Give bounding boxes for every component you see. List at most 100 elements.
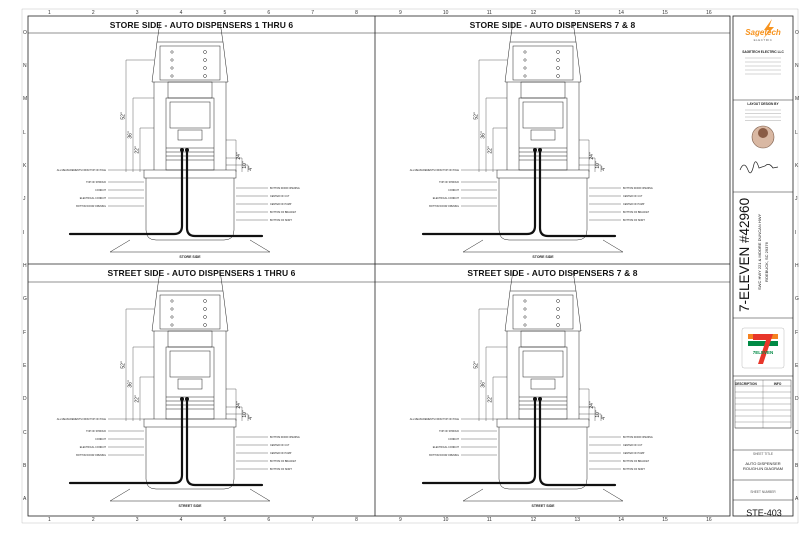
panel-footer: STREET SIDE (179, 504, 203, 508)
grid-col-label: 1 (47, 517, 51, 523)
grid-col-label: 15 (662, 517, 668, 523)
dispenser-display-panel (512, 45, 574, 81)
grid-row-label: K (795, 163, 799, 169)
conduit (185, 397, 264, 487)
nozzle-icon (170, 299, 174, 303)
conduit-end (180, 397, 184, 401)
sump-outline (498, 178, 588, 241)
seven-eleven-seven-mark (753, 334, 773, 364)
panel-footer: STORE SIDE (179, 255, 201, 259)
grid-row-label: C (23, 429, 27, 436)
grid-row-label: I (795, 229, 797, 236)
note-label: ELECTRICAL CONDUIT (80, 197, 107, 200)
note-label: BOTTOM OF SKIRT (270, 219, 292, 222)
contractor-name: SAGETECH ELECTRIC LLC (742, 50, 784, 54)
grid-col-label: 6 (267, 10, 271, 16)
canopy-post (509, 21, 514, 43)
nozzle-icon (523, 74, 527, 78)
grid-row-label: E (795, 363, 799, 369)
dispenser-body (165, 346, 215, 420)
grid-col-label: 12 (530, 10, 537, 16)
panel-title-street-1-6: STREET SIDE - AUTO DISPENSERS 1 THRU 6 (107, 268, 296, 278)
grid-row-label: F (795, 329, 799, 336)
dim-label: 24" (236, 401, 242, 409)
dim-label: 24" (589, 152, 595, 160)
grid-row-label: C (795, 429, 799, 436)
sump-outline (498, 427, 588, 490)
dispenser-body (165, 97, 215, 171)
nozzle-icon (170, 66, 174, 70)
note-label: ALL MEASUREMENTS FROM TOP OF POLE (57, 418, 107, 421)
panel-title-store-1-6: STORE SIDE - AUTO DISPENSERS 1 THRU 6 (109, 20, 294, 30)
grid-row-label: M (23, 96, 28, 103)
nozzle-icon (523, 315, 527, 319)
dispenser-top-housing (504, 290, 582, 332)
grid-col-label: 14 (618, 517, 624, 523)
grid-col-label: 9 (398, 10, 402, 16)
dispenser-window (177, 129, 203, 141)
grid-row-label: M (795, 96, 800, 103)
grid-col-label: 16 (706, 10, 712, 16)
dim-label: 22" (488, 395, 494, 403)
nozzle-icon (203, 58, 207, 62)
note-label: CENTER OF CUT (623, 444, 643, 447)
conduit (68, 397, 184, 485)
layout-label: LAYOUT DESIGN BY (747, 102, 779, 106)
note-label: BOTTOM DOOR OPENING (76, 205, 106, 208)
grid-col-label: 9 (398, 517, 402, 523)
note-label: CENTER OF PUMP (270, 203, 292, 206)
panel-title-store-7-8: STORE SIDE - AUTO DISPENSERS 7 & 8 (469, 20, 636, 30)
note-label: CENTER OF PUMP (623, 452, 645, 455)
dim-label: 52" (121, 361, 127, 369)
canopy-post (156, 270, 161, 292)
note-label: CENTER OF CUT (623, 195, 643, 198)
grid-col-label: 8 (355, 517, 358, 523)
dispenser-top-housing (151, 290, 229, 332)
island-curb (143, 169, 237, 179)
nozzle-icon (523, 323, 527, 327)
note-label: CENTER OF CUT (270, 444, 290, 447)
store-title: 7-ELEVEN #42960 (737, 197, 752, 312)
dispenser-window (530, 378, 556, 390)
sheet-number: STE-403 (746, 508, 782, 518)
note-label: TOP OF SHROUD (86, 181, 106, 184)
nozzle-icon (203, 307, 207, 311)
dispenser-display-panel (159, 45, 221, 81)
dispenser-door (522, 350, 564, 378)
grid-row-label: O (23, 29, 27, 36)
note-label: BOTTOM OF SKIRT (270, 468, 292, 471)
grid-col-label: 15 (662, 10, 668, 16)
grid-row-label: O (795, 29, 799, 36)
nozzle-icon (556, 315, 560, 319)
dim-label: 22" (135, 146, 141, 154)
grid-col-label: 2 (91, 517, 95, 523)
note-label: BOTTOM OF BRACKET (623, 460, 650, 463)
note-label: CENTER OF PUMP (270, 452, 292, 455)
grid-row-label: K (23, 163, 27, 169)
nozzle-icon (556, 58, 560, 62)
conduit-end (533, 397, 537, 401)
note-label: CENTER OF CUT (270, 195, 290, 198)
seven-eleven-green-bar (748, 341, 778, 346)
note-label: ELECTRICAL CONDUIT (80, 446, 107, 449)
conduit-end (538, 397, 542, 401)
canopy-post (219, 21, 224, 43)
note-label: TOP OF SHROUD (439, 181, 459, 184)
grid-col-label: 5 (223, 10, 227, 16)
island-curb (496, 169, 590, 179)
grid-row-label: B (795, 463, 799, 469)
grid-col-label: 13 (574, 517, 580, 523)
note-label: CENTER OF PUMP (623, 203, 645, 206)
dim-label: 22" (135, 395, 141, 403)
dispenser-body-upper (167, 81, 213, 99)
dispenser-body (518, 97, 568, 171)
grid-col-label: 4 (179, 10, 183, 16)
canopy-post (219, 270, 224, 292)
nozzle-icon (170, 315, 174, 319)
dim-label: 52" (474, 361, 480, 369)
note-label: BOTTOM OF BRACKET (623, 211, 650, 214)
dispenser-body-upper (520, 81, 566, 99)
grid-row-label: D (795, 396, 799, 403)
nozzle-icon (170, 58, 174, 62)
dim-label: 4" (601, 166, 607, 171)
